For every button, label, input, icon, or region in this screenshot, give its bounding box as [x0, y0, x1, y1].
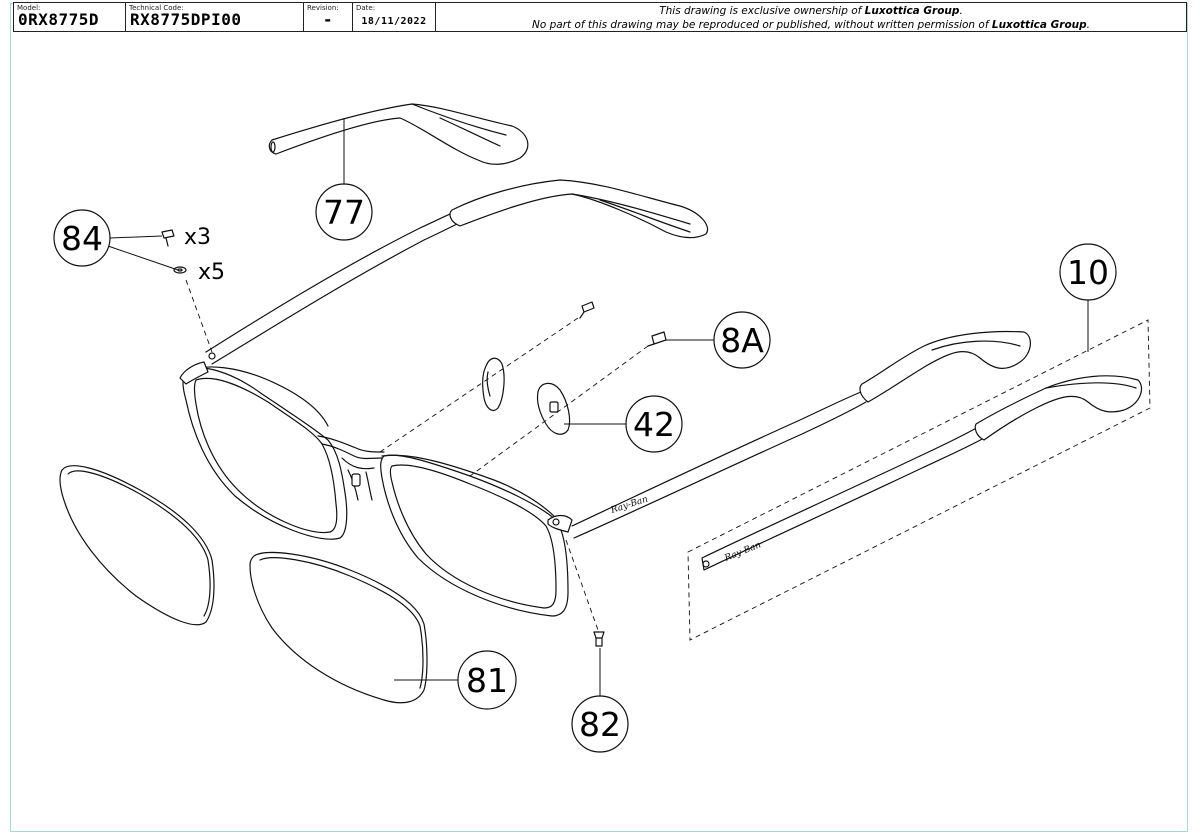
callout-42: 42 [625, 395, 683, 453]
callout-8A-label: 8A [720, 321, 764, 360]
leader-lines [107, 118, 1089, 696]
callout-81: 81 [457, 650, 517, 710]
demo-lens-left [59, 465, 215, 626]
company-name: Luxottica Group [991, 19, 1087, 31]
hinge-screw-84 [161, 229, 187, 274]
callout-8A: 8A [713, 311, 771, 369]
callout-77-label: 77 [323, 193, 365, 232]
callout-10-label: 10 [1067, 253, 1109, 292]
washer-quantity: x5 [198, 260, 225, 285]
model-cell: Model: 0RX8775D [14, 3, 126, 31]
company-name: Luxottica Group [864, 5, 960, 17]
spare-temple-tip [268, 103, 529, 165]
technical-code-value: RX8775DPI00 [130, 10, 242, 29]
explode-lines [185, 279, 649, 631]
technical-code-cell: Technical Code: RX8775DPI00 [126, 3, 304, 31]
date-label: Date: [356, 4, 376, 12]
callout-77: 77 [315, 183, 373, 241]
ownership-notice-line2: No part of this drawing may be reproduce… [531, 19, 1090, 31]
callout-84-label: 84 [61, 219, 103, 258]
revision-label: Revision: [307, 4, 339, 12]
date-cell: Date: 18/11/2022 [353, 3, 436, 31]
nose-pad-right [536, 382, 571, 435]
callout-82: 82 [571, 695, 629, 753]
callout-10: 10 [1059, 243, 1117, 301]
callout-82-label: 82 [579, 705, 621, 744]
callout-81-label: 81 [466, 661, 508, 700]
nose-pad-left [482, 357, 505, 411]
revision-cell: Revision: - [304, 3, 353, 31]
technical-code-label: Technical Code: [129, 4, 184, 12]
revision-value: - [322, 10, 334, 29]
screw-quantity: x3 [184, 225, 211, 250]
date-value: 18/11/2022 [361, 16, 427, 27]
frame-temple-left [205, 179, 709, 365]
ownership-notice: This drawing is exclusive ownership of L… [436, 3, 1186, 31]
hinge-screw-82 [593, 631, 605, 647]
pad-screw-8A [647, 331, 667, 347]
title-block: Model: 0RX8775D Technical Code: RX8775DP… [13, 2, 1187, 32]
frame-front [179, 352, 573, 617]
callout-84: 84 [53, 209, 111, 267]
ownership-notice-line1: This drawing is exclusive ownership of L… [659, 5, 963, 17]
callout-42-label: 42 [633, 405, 675, 444]
pad-screw-upper [579, 301, 595, 319]
model-value: 0RX8775D [18, 10, 100, 29]
washer-84 [173, 266, 187, 274]
model-label: Model: [17, 4, 41, 12]
demo-lens-right [249, 551, 428, 704]
